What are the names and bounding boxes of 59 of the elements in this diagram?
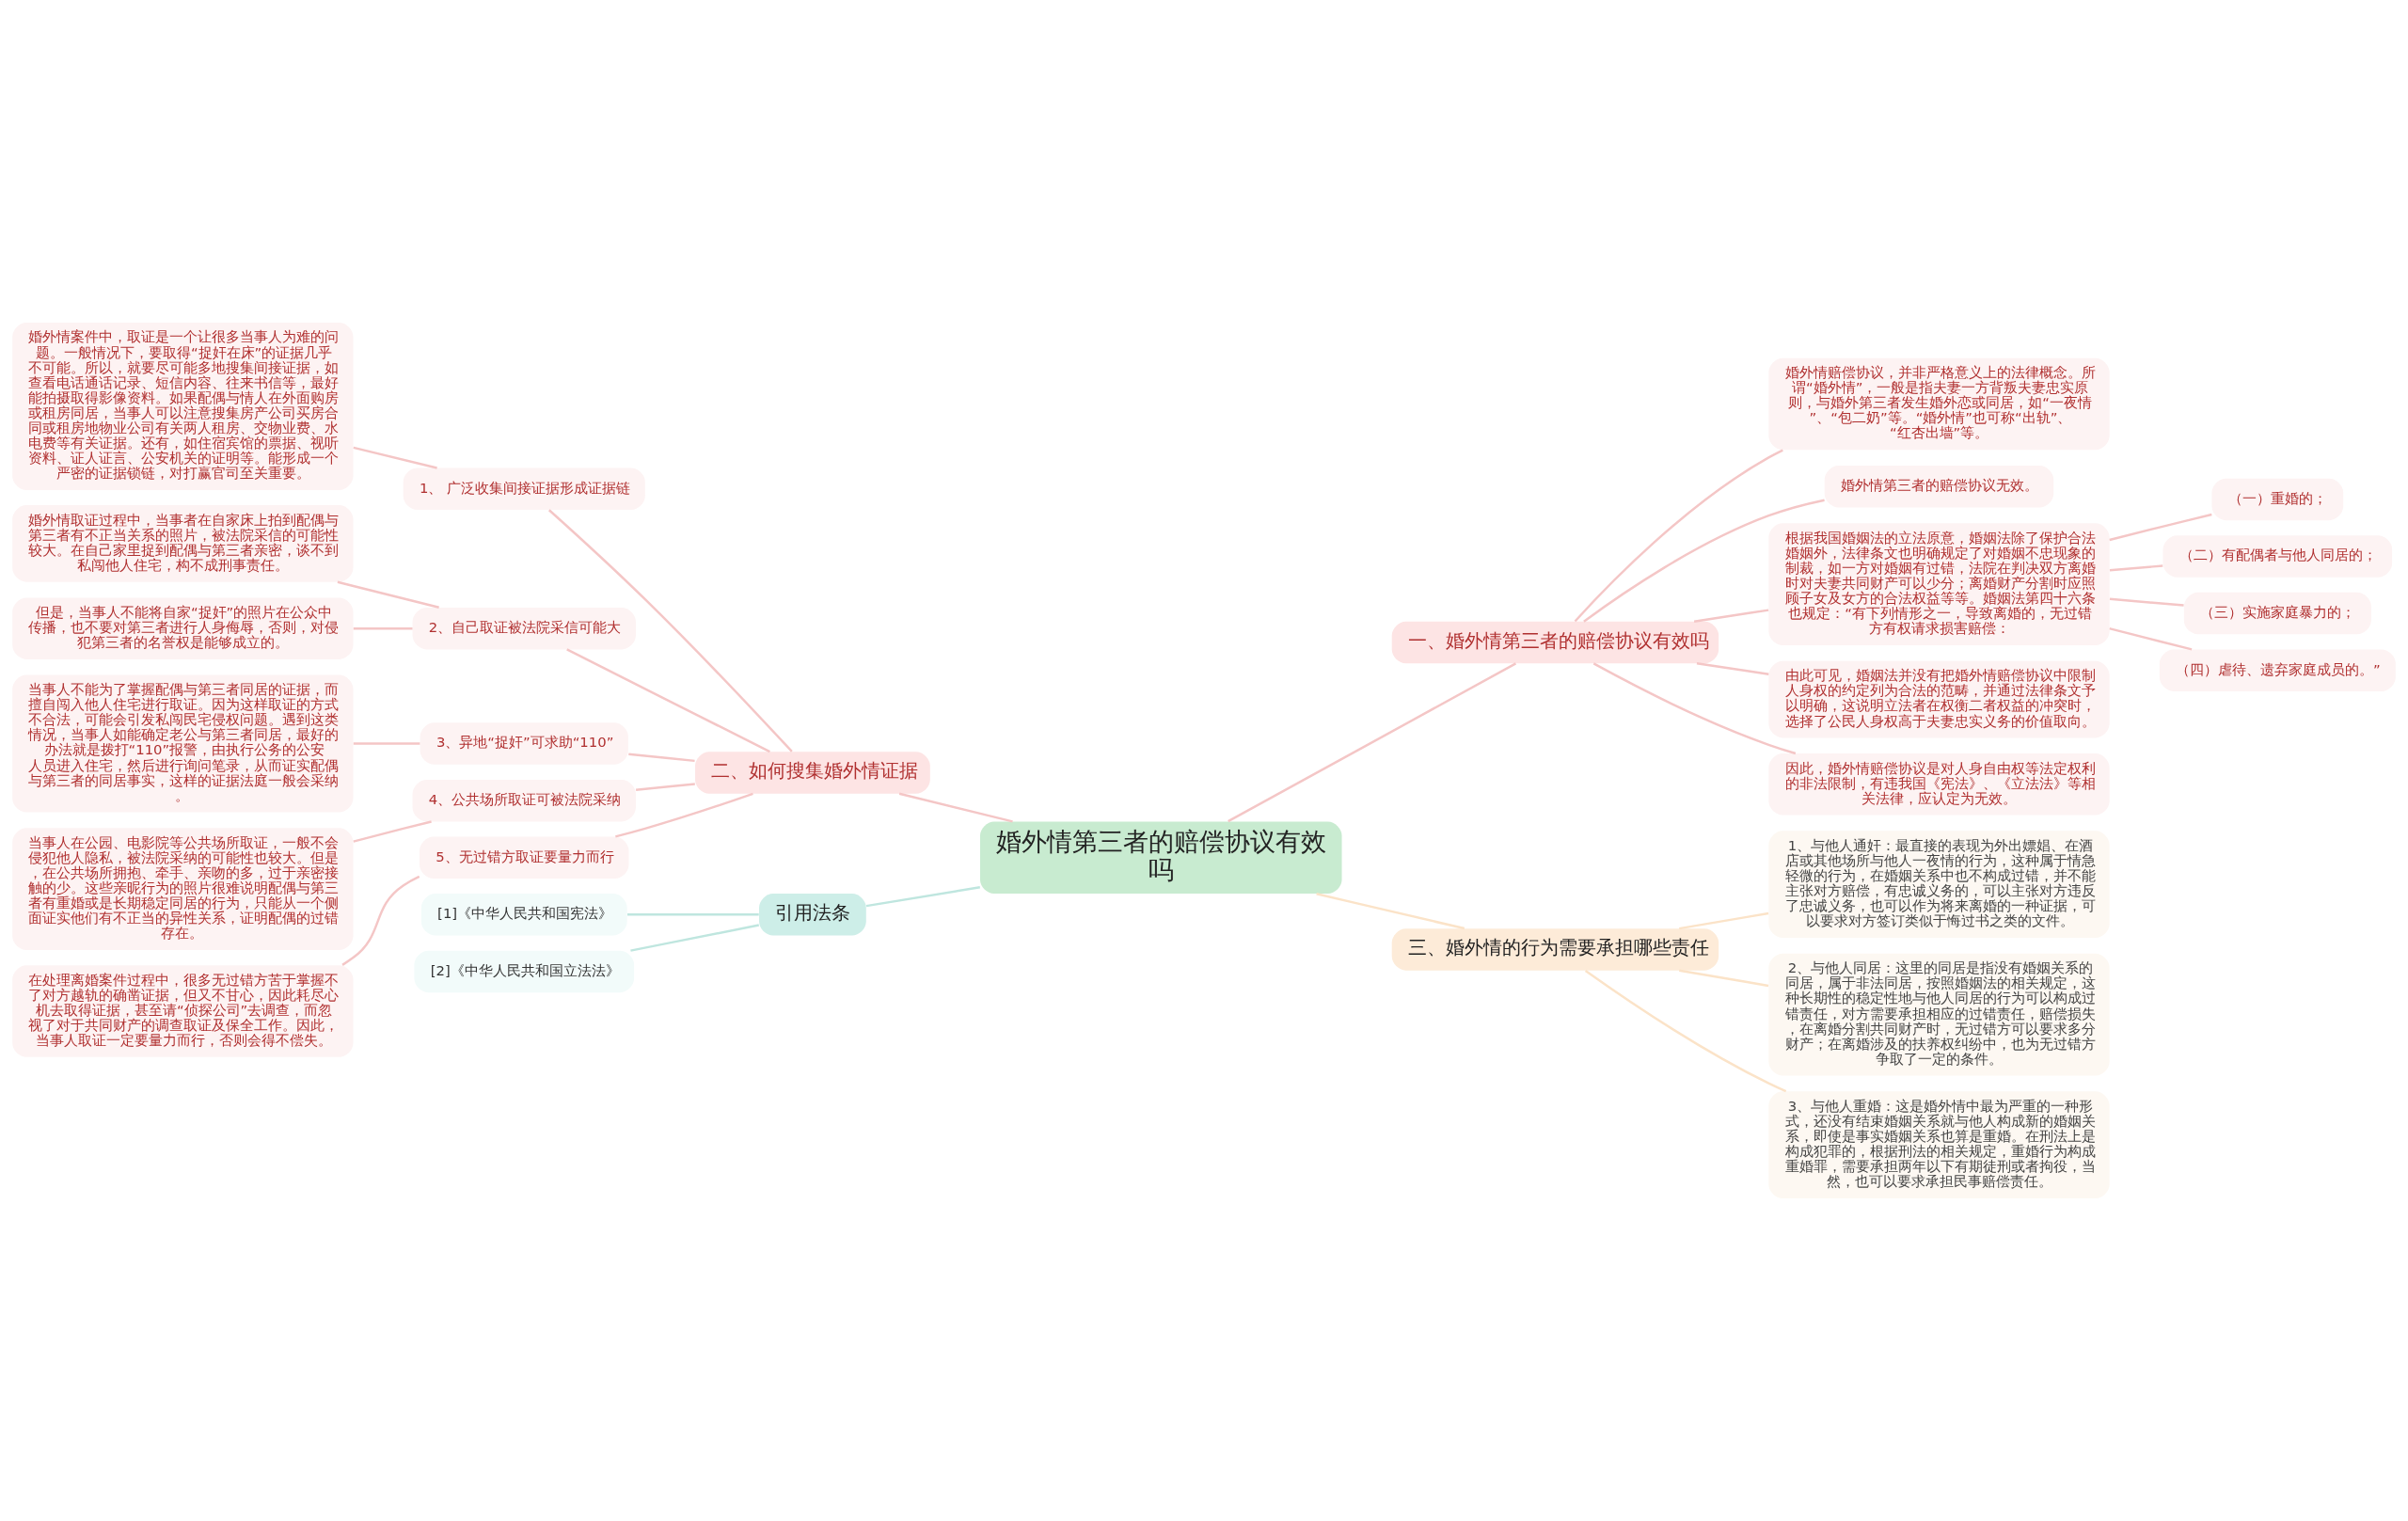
- connector: [1679, 911, 1769, 930]
- node-box: 4、公共场所取证可被法院采纳: [412, 779, 636, 822]
- connector: [1583, 499, 1825, 623]
- node-box: 婚外情第三者的赔偿协议有效吗: [979, 821, 1342, 895]
- node-box: （二）有配偶者与他人同居的；: [2162, 535, 2393, 578]
- connector: [1574, 449, 1783, 623]
- node-box: 当事人不能为了掌握配偶与第三者同居的证据，而擅自闯入他人住宅进行取证。因为这样取证的方式不合法，可能会引发私闯民宅侵权问题。遇到这类情况，当事人如能确定老公与第三者同居，最好的办法就是拨打“110”报警，由执行公务的公安人员进入住宅，然后进行询问笔录，从而证实配偶与第三者的同居事实，这样的证据法庭一般会采纳。: [12, 674, 354, 813]
- connector: [1316, 893, 1465, 930]
- connector: [865, 886, 981, 908]
- node-box: 婚外情赔偿协议，并非严格意义上的法律概念。所谓“婚外情”，一般是指夫妻一方背叛夫妻忠实原则，与婚外第三者发生婚外恋或同居，如“一夜情”、“包二奶”等。“婚外情”也可称“出轨”、“红杏出墙”等。: [1768, 357, 2110, 451]
- node-box: （一）重婚的；: [2211, 478, 2344, 521]
- node-box: 婚外情案件中，取证是一个让很多当事人为难的问题。一般情况下，要取得“捉奸在床”的证据几乎不可能。所以，就要尽可能多地搜集间接证据，如查看电话通话记录、短信内容、往来书信等，最好能拍摄取得影像资料。如果配偶与情人在外面购房或租房同居，当事人可以注意搜集房产公司买房合同或租房地物业公司有关两人租房、交物业费、水电费等有关证据。还有，如住宿宾馆的票据、视听资料、证人证言、公安机关的证明等。能形成一个严密的证据锁链，对打赢官司至关重要。: [12, 322, 354, 490]
- node-box: 2、与他人同居：这里的同居是指没有婚姻关系的同居，属于非法同居，按照婚姻法的相关规定，这种长期性的稳定性地与他人同居的行为可以构成过错责任，对方需要承担相应的过错责任，赔偿损失，在离婚分割共同财产时，无过错方可以要求多分财产；在离婚涉及的扶养权纠纷中，也为无过错方争取了一定的条件。: [1768, 953, 2110, 1076]
- node-box: 由此可见，婚姻法并没有把婚外情赔偿协议中限制人身权的约定列为合法的范畴，并通过法律条文予以明确，这说明立法者在权衡二者权益的冲突时，选择了公民人身权高于夫妻忠实义务的价值取向。: [1768, 660, 2110, 738]
- node-box: 二、如何搜集婚外情证据: [695, 752, 930, 794]
- connector: [635, 783, 695, 791]
- node-box: 3、异地“捉奸”可求助“110”: [420, 722, 628, 765]
- node-box: 1、 广泛收集间接证据形成证据链: [403, 467, 645, 511]
- node-box: 在处理离婚案件过程中，很多无过错方苦于掌握不了对方越轨的确凿证据，但又不甘心，因此耗尽心机去取得证据，甚至请“侦探公司”去调查，而忽视了对于共同财产的调查取证及保全工作。因此，当事人取证一定要量力而行，否则会得不偿失。: [12, 965, 354, 1057]
- node-box: 婚外情取证过程中，当事者在自家床上拍到配偶与第三者有不正当关系的照片，被法院采信的可能性较大。在自己家里捉到配偶与第三者亲密，谈不到私闯他人住宅，构不成刑事责任。: [12, 505, 354, 582]
- connector: [1228, 662, 1517, 823]
- node-box: 1、与他人通奸：最直接的表现为外出嫖娼、在酒店或其他场所与他人一夜情的行为，这种属于情急轻微的行为，在婚姻关系中也不构成过错，并不能主张对方赔偿，有忠诚义务的，可以主张对方违反了忠诚义务，也可以作为将来离婚的一种证据，可以要求对方签订类似于悔过书之类的文件。: [1768, 831, 2110, 939]
- connector: [1696, 662, 1769, 675]
- node-box: 因此，婚外情赔偿协议是对人身自由权等法定权利的非法限制，有违我国《宪法》、《立法法》等相关法律，应认定为无效。: [1768, 753, 2110, 816]
- connector: [1592, 662, 1797, 755]
- connector: [1584, 969, 1787, 1093]
- node-box: 但是，当事人不能将自家“捉奸”的照片在公众中传播，也不要对第三者进行人身侮辱，否则，对侵犯第三者的名誉权是能够成立的。: [12, 597, 354, 659]
- connector: [627, 913, 759, 916]
- node-box: [2]《中华人民共和国立法法》: [414, 950, 635, 993]
- node-box: （四）虐待、遗弃家庭成员的。”: [2159, 649, 2396, 691]
- connector: [1679, 969, 1769, 988]
- node-box: 2、自己取证被法院采信可能大: [412, 607, 636, 650]
- node-box: 三、婚外情的行为需要承担哪些责任: [1391, 928, 1719, 971]
- connector: [353, 820, 432, 843]
- connector: [1693, 609, 1769, 623]
- connector: [353, 626, 413, 630]
- connector: [628, 753, 695, 763]
- node-box: 根据我国婚姻法的立法原意，婚姻法除了保护合法婚姻外，法律条文也明确规定了对婚姻不忠现象的制裁，如一方对婚姻有过错，法院在判决双方离婚时对夫妻共同财产可以少分；离婚财产分割时应照顾子女及女方的合法权益等等。婚姻法第四十六条也规定：“有下列情形之一，导致离婚的，无过错方有权请求损害赔偿：: [1768, 523, 2110, 646]
- connector: [2109, 564, 2163, 572]
- node-box: 当事人在公园、电影院等公共场所取证，一般不会侵犯他人隐私，被法院采纳的可能性也较大。但是，在公共场所拥抱、牵手、亲吻的多，过于亲密接触的少。这些亲昵行为的照片很难说明配偶与第三者有重婚或是长期稳定同居的行为，只能从一个侧面证实他们有不正当的异性关系，证明配偶的过错存在。: [12, 828, 354, 951]
- node-box: [1]《中华人民共和国宪法》: [420, 894, 627, 936]
- node-box: 引用法条: [759, 894, 866, 936]
- connector: [566, 648, 770, 753]
- node-box: （三）实施家庭暴力的；: [2183, 592, 2371, 635]
- node-box: 5、无过错方取证要量力而行: [419, 836, 629, 879]
- connector: [337, 580, 439, 609]
- node-box: 3、与他人重婚：这是婚外情中最为严重的一种形式，还没有结束婚姻关系就与他人构成新的婚姻关系，即使是事实婚姻关系也算是重婚。在刑法上是构成犯罪的，根据刑法的相关规定，重婚行为构成重婚罪，需要承担两年以下有期徒刑或者拘役，当然，也可以要求承担民事赔偿责任。: [1768, 1091, 2110, 1199]
- connector: [341, 875, 420, 966]
- connector: [630, 924, 759, 952]
- connector: [2109, 597, 2184, 607]
- connector: [615, 792, 753, 838]
- connector: [547, 509, 793, 753]
- connector: [2109, 626, 2193, 651]
- connector: [2109, 513, 2212, 542]
- connector: [353, 742, 420, 745]
- connector: [353, 446, 437, 469]
- node-box: 一、婚外情第三者的赔偿协议有效吗: [1391, 621, 1719, 664]
- connector: [898, 792, 1013, 823]
- node-box: 婚外情第三者的赔偿协议无效。: [1824, 466, 2054, 508]
